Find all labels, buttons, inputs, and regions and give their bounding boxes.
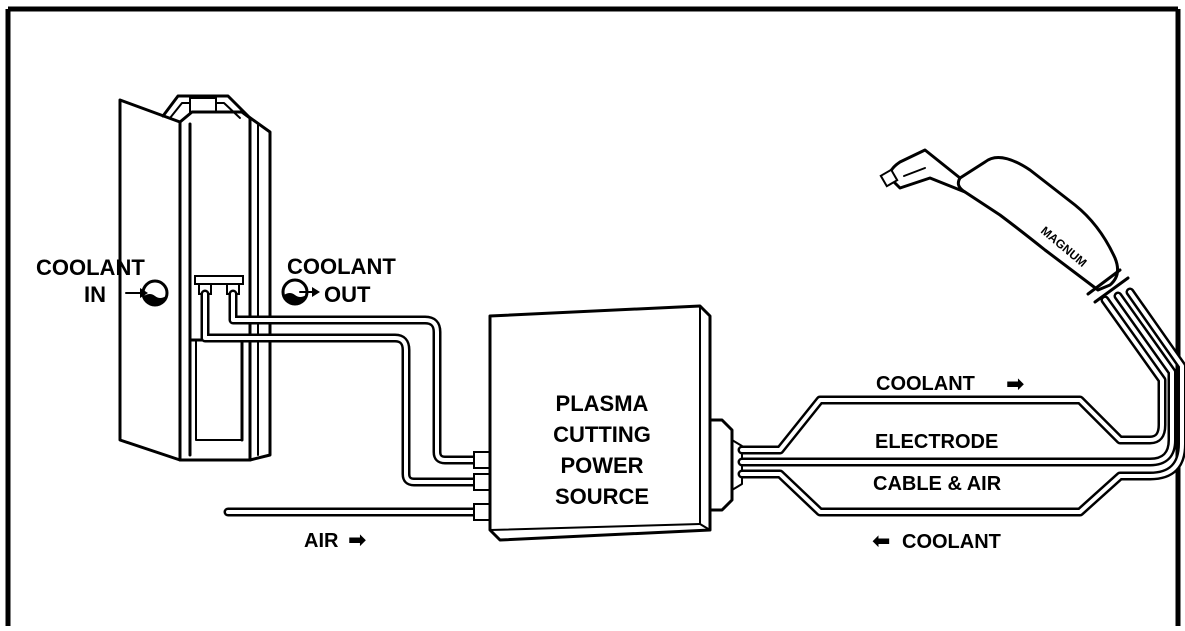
coolant-in-icon bbox=[125, 279, 169, 307]
power-source-label-line1: PLASMA bbox=[556, 391, 649, 416]
plasma-torch: MAGNUM bbox=[879, 148, 1130, 304]
labels: COOLANT IN COOLANT OUT PLASMA CUTTING PO… bbox=[36, 254, 1024, 553]
coolant-bottom-arrow-icon: ⬅ bbox=[872, 528, 890, 553]
source-fittings bbox=[473, 451, 491, 521]
power-source-label-line3: POWER bbox=[560, 453, 643, 478]
coolant-top-label: COOLANT bbox=[876, 373, 975, 395]
air-arrow-icon: ➡ bbox=[348, 527, 366, 552]
coolant-bottom-label: COOLANT bbox=[902, 531, 1001, 553]
coolant-out-icon bbox=[281, 278, 320, 306]
diagram-frame bbox=[5, 6, 1181, 626]
coolant-in-label-line2: IN bbox=[84, 282, 106, 307]
coolant-out-label-line1: COOLANT bbox=[287, 254, 396, 279]
coolant-in-label-line1: COOLANT bbox=[36, 255, 145, 280]
cable-air-label: CABLE & AIR bbox=[873, 473, 1002, 495]
power-source-label-line4: SOURCE bbox=[555, 484, 649, 509]
power-source-label-line2: CUTTING bbox=[553, 422, 651, 447]
torch-leads bbox=[737, 287, 1185, 517]
air-label: AIR bbox=[304, 530, 339, 552]
electrode-label: ELECTRODE bbox=[875, 431, 998, 453]
tank-hoses bbox=[200, 289, 483, 517]
coolant-out-label-line2: OUT bbox=[324, 282, 371, 307]
coolant-top-arrow-icon: ➡ bbox=[1006, 371, 1024, 396]
